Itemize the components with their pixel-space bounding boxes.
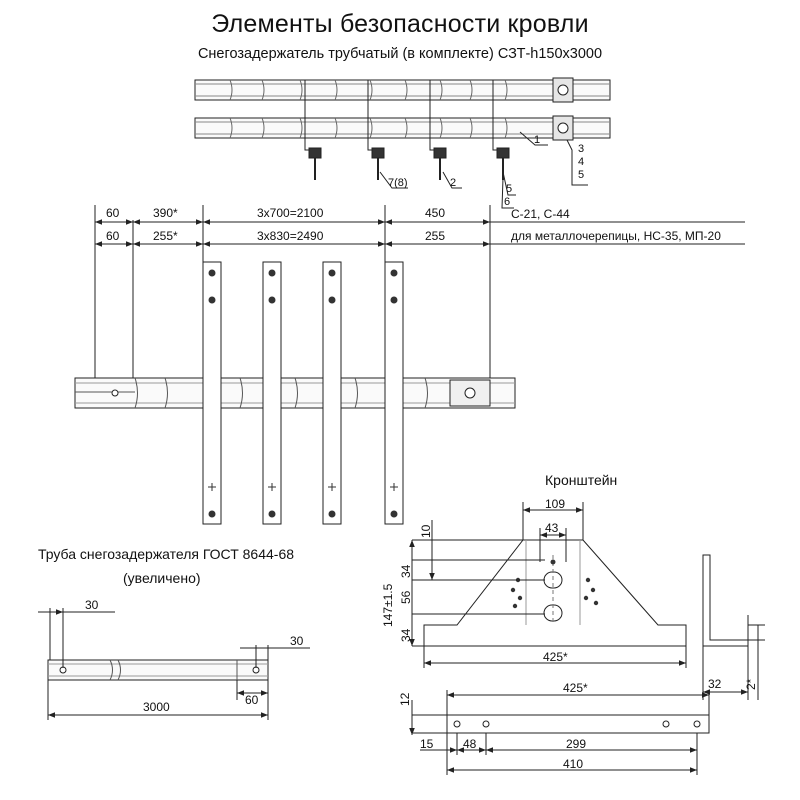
dim-row2-255: 255* — [153, 229, 178, 243]
bracket-dim-34b: 34 — [399, 628, 413, 642]
dim-row2-255b: 255 — [425, 229, 445, 243]
strip-dim-410: 410 — [563, 757, 583, 771]
strip-dim-425: 425* — [563, 681, 588, 695]
strip-dim-12: 12 — [398, 692, 412, 706]
bracket-dim-56: 56 — [399, 590, 413, 604]
dim-row2-note: для металлочерепицы, НС-35, МП-20 — [511, 229, 721, 243]
callout-7-8: 7(8) — [388, 177, 408, 189]
tube-dim-30-right: 30 — [290, 634, 304, 648]
bracket-title: Кронштейн — [545, 472, 617, 488]
dim-row1-2100: 3x700=2100 — [257, 206, 324, 220]
bracket-dim-425: 425* — [543, 650, 568, 664]
bracket-dim-34a: 34 — [399, 564, 413, 578]
assembly-side-view — [194, 77, 611, 209]
dim-row1-note: С-21, С-44 — [511, 207, 570, 221]
dim-row1-390: 390* — [153, 206, 178, 220]
dim-row1-450: 450 — [425, 206, 445, 220]
callout-3: 3 — [578, 143, 584, 155]
bracket-dim-109: 109 — [545, 497, 565, 511]
assembly-plan-view — [74, 261, 516, 525]
tube-subtitle: (увеличено) — [123, 570, 201, 586]
tube-dim-30-left: 30 — [85, 598, 99, 612]
page-title: Элементы безопасности кровли — [211, 10, 589, 38]
profile-dim-32: 32 — [708, 677, 722, 691]
callout-4: 4 — [578, 156, 584, 168]
dim-row2-2490: 3x830=2490 — [257, 229, 324, 243]
bracket-strip-detail: 12 425* 15 48 299 410 — [398, 681, 710, 775]
callout-1: 1 — [534, 134, 540, 146]
dimension-labels: 60 390* 3x700=2100 450 С-21, С-44 60 255… — [106, 206, 721, 243]
dim-row1-60: 60 — [106, 206, 120, 220]
dim-row2-60: 60 — [106, 229, 120, 243]
strip-dim-15: 15 — [420, 737, 434, 751]
bracket-dim-147: 147±1.5 — [381, 583, 395, 627]
bracket-dim-43: 43 — [545, 521, 559, 535]
part-callouts: 1 3 4 5 7(8) 2 5 6 — [388, 134, 584, 208]
bracket-detail: Кронштейн — [381, 472, 765, 700]
callout-2: 2 — [450, 177, 456, 189]
strip-dim-48: 48 — [463, 737, 477, 751]
strip-dim-299: 299 — [566, 737, 586, 751]
dimension-rows — [94, 205, 745, 385]
tube-dim-60: 60 — [245, 693, 259, 707]
callout-5: 5 — [578, 169, 584, 181]
tube-detail: Труба снегозадержателя ГОСТ 8644-68 (уве… — [38, 546, 310, 720]
callout-5b: 5 — [506, 183, 512, 195]
callout-6: 6 — [504, 196, 510, 208]
tube-dim-3000: 3000 — [143, 700, 170, 714]
bracket-dim-10: 10 — [419, 524, 433, 538]
tube-title: Труба снегозадержателя ГОСТ 8644-68 — [38, 546, 294, 562]
page-subtitle: Снегозадержатель трубчатый (в комплекте)… — [197, 46, 603, 62]
profile-dim-2: 2* — [744, 678, 758, 690]
